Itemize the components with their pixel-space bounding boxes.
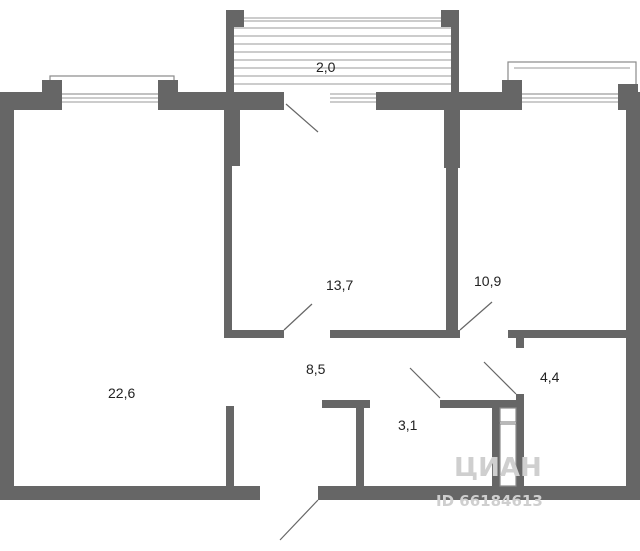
wall-bedroom-bottom-left (224, 330, 284, 338)
door-entrance (279, 499, 319, 541)
walls (0, 80, 640, 500)
wall-bath-top-stub (516, 330, 524, 348)
room-label-kitchen: 10,9 (474, 273, 501, 289)
wall-bedroom-right-inner (444, 108, 460, 168)
wall-bedroom-left-upper (232, 108, 240, 166)
wall-toilet-top-left (322, 400, 370, 408)
wall-top-mid-right (376, 92, 522, 110)
room-label-bathroom: 4,4 (540, 369, 560, 385)
wall-toilet-right (492, 400, 500, 488)
room-label-hall: 8,5 (306, 361, 326, 377)
balcony (226, 10, 459, 94)
door-bathroom (483, 361, 517, 395)
room-label-living: 22,6 (108, 385, 135, 401)
wall-toilet-left (356, 400, 364, 488)
watermark-brand: ЦИАН (454, 453, 542, 483)
watermark-id: ID 66184613 (436, 492, 543, 510)
window-kitchen (507, 61, 637, 95)
wall-bedroom-bottom-right (330, 330, 460, 338)
wall-top-mid-left (158, 92, 284, 110)
balcony-side-left (226, 10, 234, 94)
room-label-balcony: 2,0 (316, 59, 336, 75)
window-living (49, 75, 175, 95)
watermark: ЦИАН ID 66184613 (436, 453, 543, 510)
wall-pier-3 (502, 80, 522, 110)
room-labels: 2,0 13,7 10,9 22,6 8,5 4,4 3,1 (108, 59, 560, 433)
room-label-toilet: 3,1 (398, 417, 418, 433)
wall-bedroom-left (224, 108, 232, 338)
plumbing-shaft (499, 407, 517, 487)
doors (279, 103, 517, 541)
door-kitchen (459, 301, 493, 331)
room-label-bedroom: 13,7 (326, 277, 353, 293)
wall-toilet-top-right (440, 400, 524, 408)
wall-bath-top (508, 330, 628, 338)
wall-bath-left (516, 394, 524, 488)
door-bedroom (283, 303, 313, 331)
wall-right (626, 92, 640, 500)
wall-living-right-lower (226, 406, 234, 488)
door-balcony (285, 103, 319, 133)
wall-pier-1 (42, 80, 62, 110)
balcony-side-right (451, 10, 459, 94)
wall-bottom-left (0, 486, 260, 500)
wall-bottom-right (318, 486, 640, 500)
wall-left (0, 92, 14, 500)
door-toilet (409, 367, 441, 399)
